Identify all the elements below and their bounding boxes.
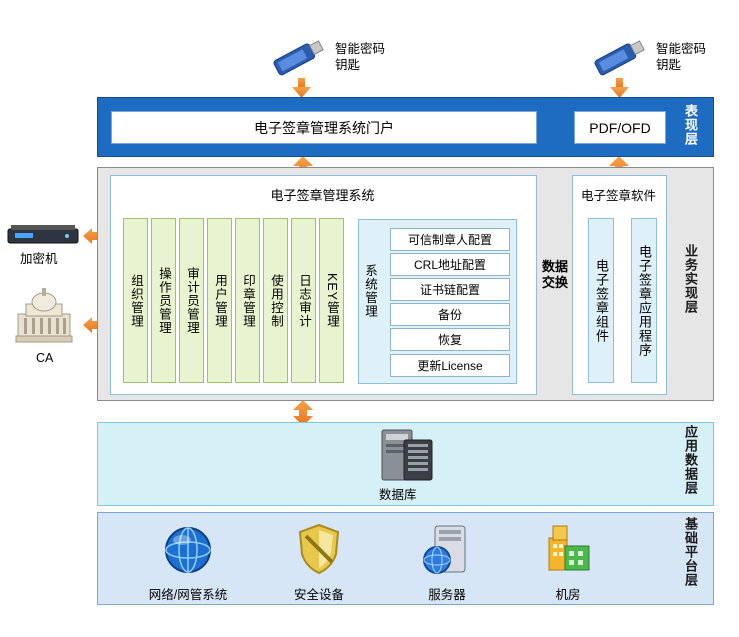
sys-item-backup: 备份: [390, 303, 510, 326]
module-key: KEY管理: [319, 218, 344, 383]
module-seal: 印章管理: [235, 218, 260, 383]
shield-icon: [298, 523, 340, 575]
datacenter-building-icon: [548, 525, 590, 571]
usb-left-arrow: [292, 78, 311, 98]
module-user: 用户管理: [207, 218, 232, 383]
encryptor-label: 加密机: [20, 252, 58, 266]
encryptor-icon: [7, 225, 79, 244]
module-operator: 操作员管理: [151, 218, 176, 383]
usb-key-icon: [273, 40, 324, 76]
pdf-ofd-box: PDF/OFD: [574, 111, 666, 144]
signature-app: 电子签章应用程序: [631, 218, 657, 383]
sys-item-chain: 证书链配置: [390, 278, 510, 301]
usb-left-label: 智能密码 钥匙: [335, 42, 386, 72]
presentation-layer-label: 表现层: [683, 104, 698, 146]
module-auditor: 审计员管理: [179, 218, 204, 383]
software-title: 电子签章软件: [580, 189, 656, 203]
portal-box: 电子签章管理系统门户: [111, 111, 537, 144]
system-mgmt-label: 系统管理: [363, 264, 377, 318]
module-usage: 使用控制: [263, 218, 288, 383]
module-org: 组织管理: [123, 218, 148, 383]
sys-item-crl: CRL地址配置: [390, 253, 510, 276]
base-item-server: 服务器: [428, 588, 466, 602]
base-item-security: 安全设备: [293, 588, 344, 602]
base-layer-label: 基础平台层: [683, 517, 698, 587]
database-label: 数据库: [379, 488, 417, 502]
server-icon: [423, 525, 466, 574]
usb-key-icon: [594, 40, 645, 76]
business-data-arrow: [293, 400, 313, 426]
sys-item-maker: 可信制章人配置: [390, 228, 510, 251]
usb-right-arrow: [610, 78, 629, 98]
sys-item-license: 更新License: [390, 354, 510, 377]
base-item-datacenter: 机房: [555, 588, 581, 602]
business-layer-label: 业务实现层: [683, 244, 698, 314]
signature-component: 电子签章组件: [588, 218, 614, 383]
usb-right-label: 智能密码 钥匙: [656, 42, 707, 72]
globe-network-icon: [165, 527, 211, 573]
ca-label: CA: [36, 351, 54, 365]
ca-building-icon: [15, 288, 73, 343]
sys-item-restore: 恢复: [390, 328, 510, 351]
mgmt-system-title: 电子签章管理系统: [270, 188, 375, 203]
module-log: 日志审计: [291, 218, 316, 383]
data-layer-label: 应用数据层: [683, 425, 698, 495]
base-item-network: 网络/网管系统: [148, 588, 228, 602]
database-server-icon: [381, 429, 433, 481]
exchange-label: 数据交换: [541, 259, 568, 290]
